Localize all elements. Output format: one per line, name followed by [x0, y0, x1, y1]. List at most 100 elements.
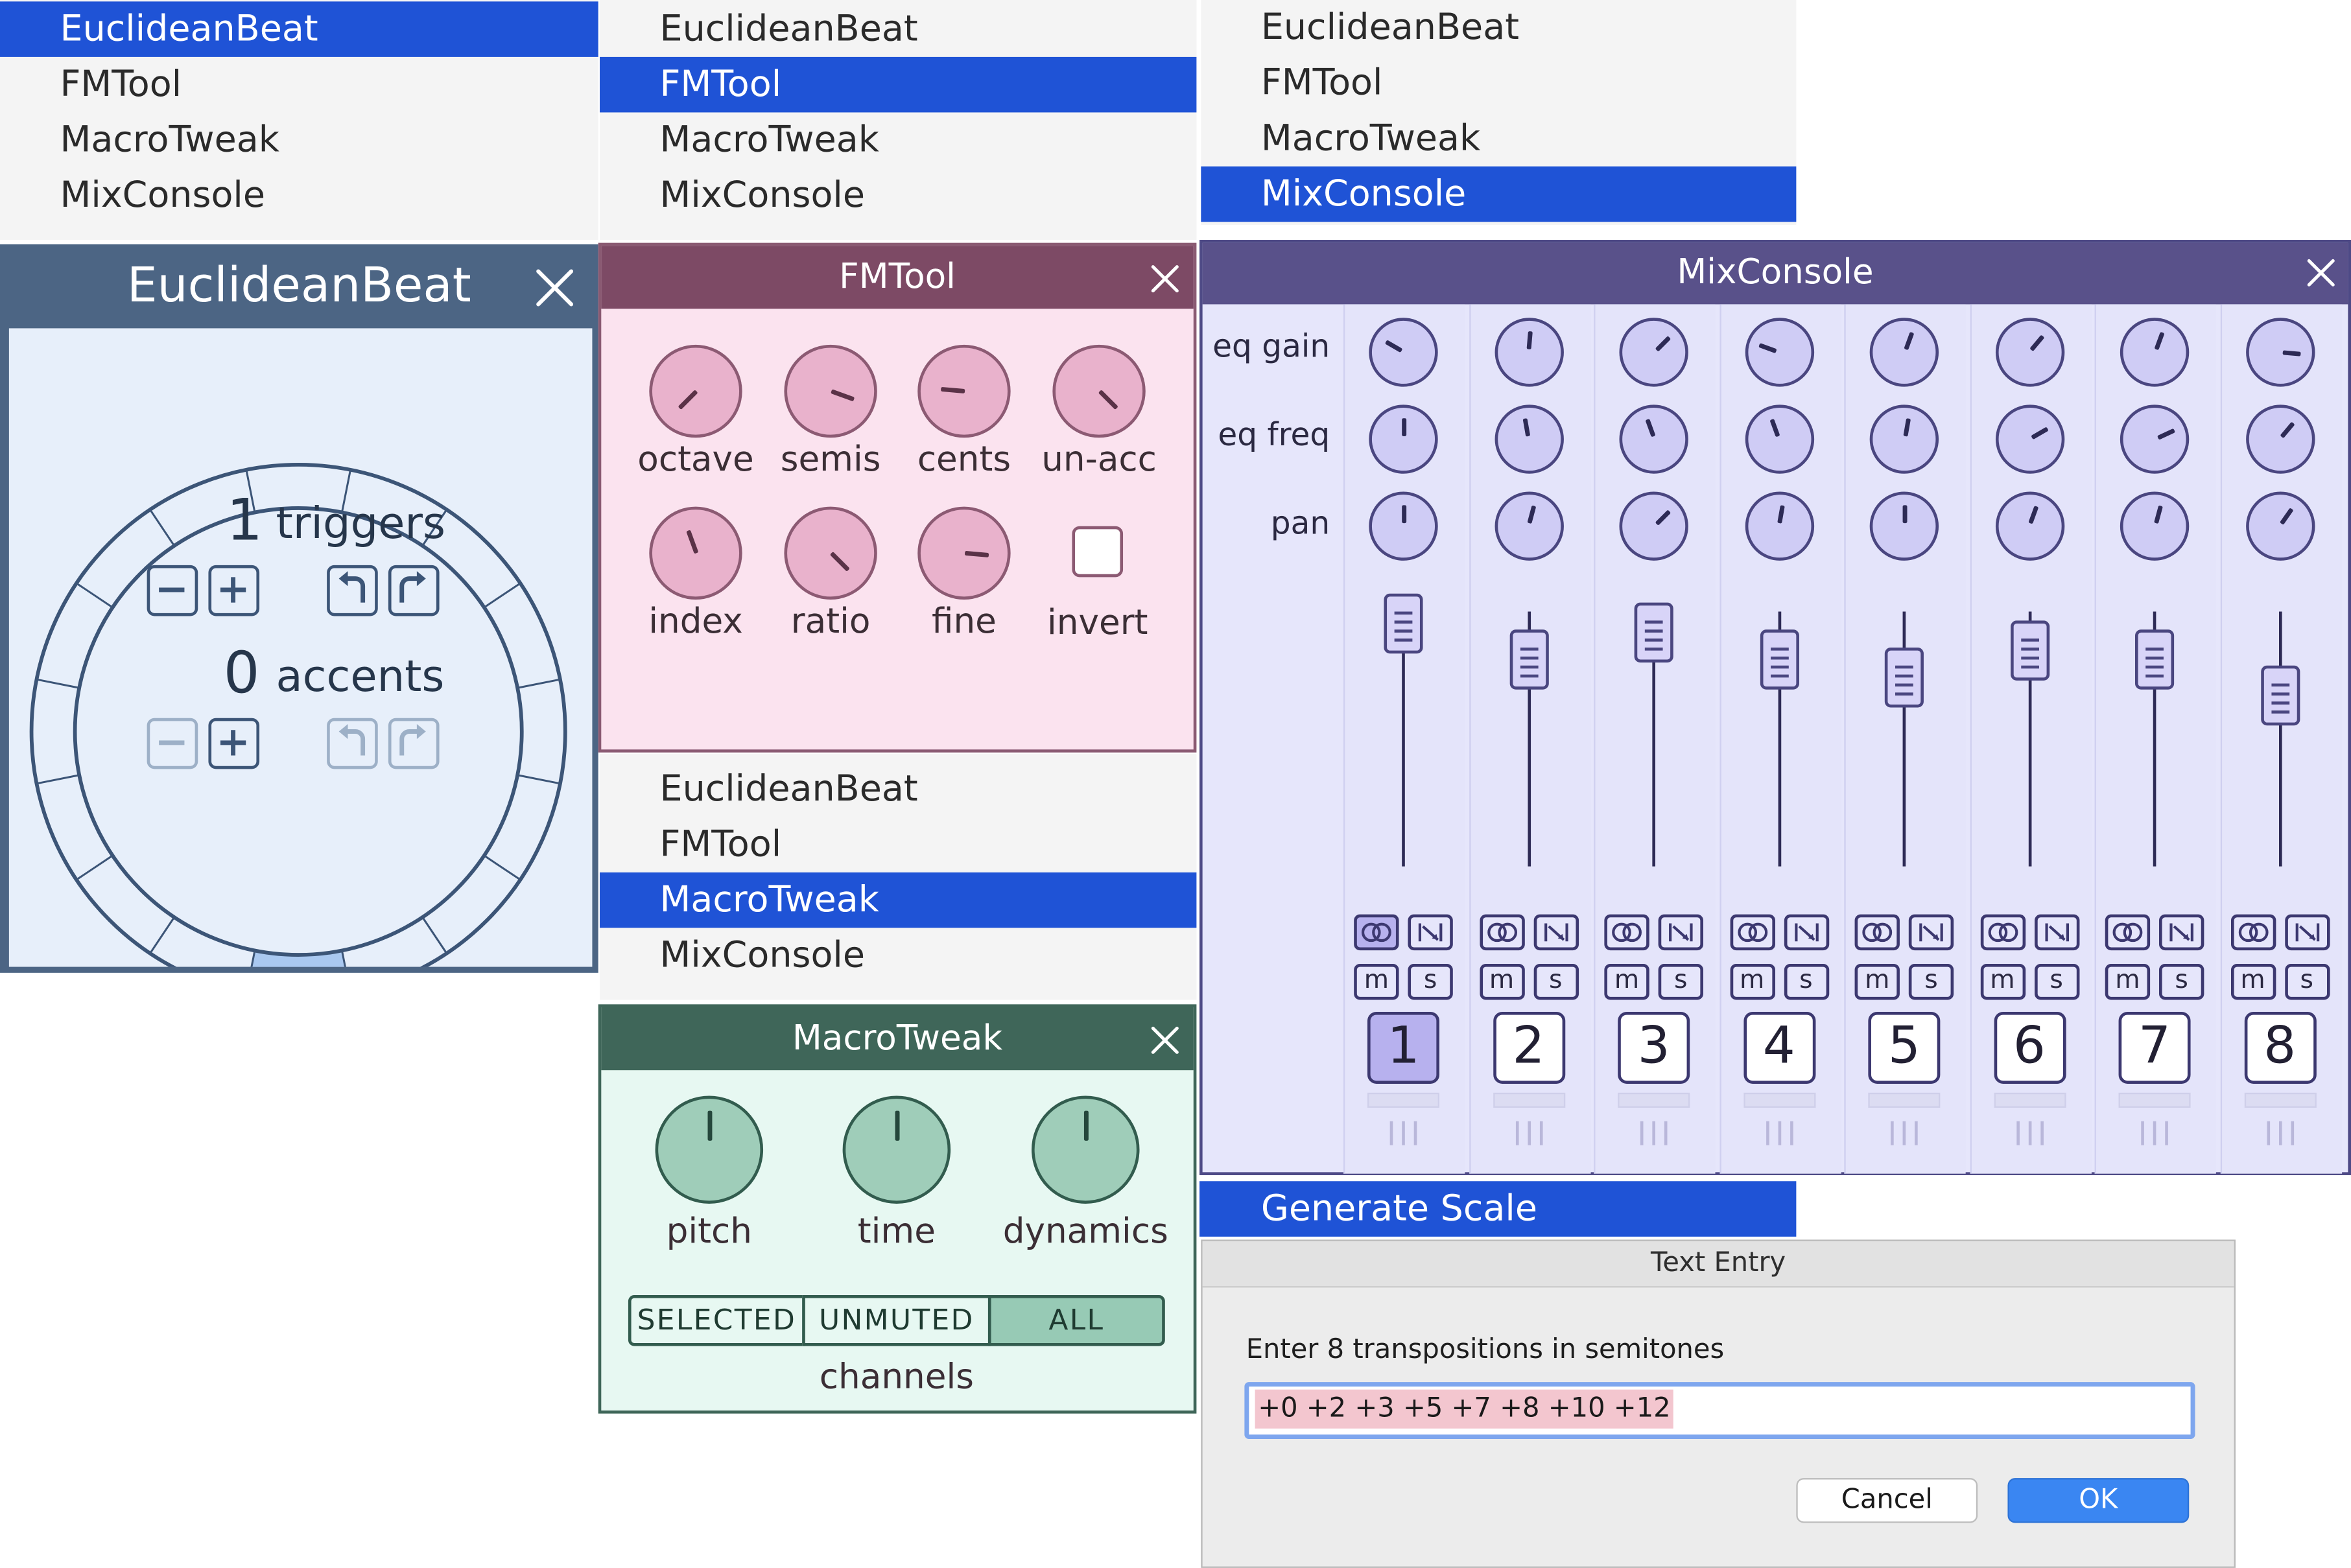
pan-knob[interactable]	[1869, 491, 1939, 561]
phase-invert-button[interactable]	[1533, 914, 1578, 951]
mute-button[interactable]: m	[1354, 963, 1399, 1000]
accents-rotate-right-button[interactable]	[388, 718, 440, 769]
pan-knob[interactable]	[1494, 491, 1563, 561]
pan-knob[interactable]	[2245, 491, 2315, 561]
generate-scale-menu-item[interactable]: Generate Scale	[1199, 1181, 1797, 1237]
solo-button[interactable]: s	[1908, 963, 1954, 1000]
eq-freq-knob[interactable]	[2120, 404, 2190, 474]
link-button[interactable]	[1979, 914, 2026, 951]
menu-item-mixconsole[interactable]: MixConsole	[1201, 166, 1797, 222]
channel-number-button[interactable]: 5	[1868, 1011, 1941, 1084]
phase-invert-button[interactable]	[1783, 914, 1829, 951]
knob-time[interactable]	[842, 1095, 951, 1204]
fader-handle[interactable]	[1634, 602, 1673, 663]
phase-invert-button[interactable]	[2033, 914, 2079, 951]
accents-increment-button[interactable]	[208, 718, 260, 769]
close-icon[interactable]	[1150, 1025, 1180, 1055]
eq-freq-knob[interactable]	[1619, 404, 1688, 474]
knob-pitch[interactable]	[655, 1095, 764, 1204]
solo-button[interactable]: s	[2033, 963, 2079, 1000]
pan-knob[interactable]	[2120, 491, 2190, 561]
eq-freq-knob[interactable]	[1369, 404, 1438, 474]
channel-number-button[interactable]: 3	[1618, 1011, 1690, 1084]
grip-handle[interactable]	[1637, 1121, 1670, 1145]
accents-decrement-button[interactable]	[147, 718, 198, 769]
pan-knob[interactable]	[1994, 491, 2064, 561]
menu-item-fmtool[interactable]: FMTool	[600, 56, 1197, 113]
menu-item-mixconsole[interactable]: MixConsole	[659, 933, 865, 976]
solo-button[interactable]: s	[1533, 963, 1578, 1000]
grip-handle[interactable]	[2138, 1121, 2171, 1145]
grip-handle[interactable]	[1387, 1121, 1420, 1145]
grip-handle[interactable]	[1762, 1121, 1795, 1145]
pan-knob[interactable]	[1744, 491, 1813, 561]
solo-button[interactable]: s	[1783, 963, 1829, 1000]
fader-handle[interactable]	[1509, 629, 1548, 690]
eq-freq-knob[interactable]	[1744, 404, 1813, 474]
fader-handle[interactable]	[1884, 648, 1924, 708]
menu-item-macrotweak[interactable]: MacroTweak	[659, 118, 879, 161]
segment-all[interactable]: ALL	[987, 1295, 1165, 1346]
mute-button[interactable]: m	[2230, 963, 2276, 1000]
eq-gain-knob[interactable]	[1494, 318, 1563, 387]
channel-number-button[interactable]: 7	[2118, 1011, 2191, 1084]
triggers-decrement-button[interactable]	[147, 565, 198, 616]
fader-handle[interactable]	[2260, 665, 2300, 726]
link-button[interactable]	[1854, 914, 1900, 951]
mute-button[interactable]: m	[1729, 963, 1775, 1000]
close-icon[interactable]	[534, 267, 576, 309]
mute-button[interactable]: m	[1854, 963, 1900, 1000]
link-button[interactable]	[1729, 914, 1775, 951]
knob-index[interactable]	[649, 506, 742, 600]
grip-handle[interactable]	[1512, 1121, 1545, 1145]
solo-button[interactable]: s	[2284, 963, 2330, 1000]
solo-button[interactable]: s	[1658, 963, 1703, 1000]
menu-item-euclideanbeat[interactable]: EuclideanBeat	[659, 7, 918, 50]
invert-checkbox[interactable]	[1072, 526, 1124, 578]
fader-handle[interactable]	[1384, 593, 1423, 654]
triggers-rotate-left-button[interactable]	[327, 565, 378, 616]
phase-invert-button[interactable]	[1658, 914, 1703, 951]
phase-invert-button[interactable]	[2159, 914, 2204, 951]
eq-freq-knob[interactable]	[1494, 404, 1563, 474]
knob-dynamics[interactable]	[1032, 1095, 1140, 1204]
knob-semis[interactable]	[784, 344, 877, 438]
segment-selected[interactable]: SELECTED	[628, 1295, 805, 1346]
eq-gain-knob[interactable]	[1994, 318, 2064, 387]
grip-handle[interactable]	[1887, 1121, 1920, 1145]
menu-item-euclideanbeat[interactable]: EuclideanBeat	[659, 767, 918, 810]
knob-fine[interactable]	[917, 506, 1011, 600]
link-button[interactable]	[2105, 914, 2151, 951]
eq-gain-knob[interactable]	[2120, 318, 2190, 387]
knob-ratio[interactable]	[784, 506, 877, 600]
eq-freq-knob[interactable]	[1994, 404, 2064, 474]
euclidean-step-ring[interactable]	[9, 328, 593, 967]
channel-number-button[interactable]: 2	[1493, 1011, 1565, 1084]
fader-handle[interactable]	[1759, 629, 1799, 690]
cancel-button[interactable]: Cancel	[1796, 1478, 1978, 1523]
solo-button[interactable]: s	[1408, 963, 1453, 1000]
eq-gain-knob[interactable]	[1869, 318, 1939, 387]
link-button[interactable]	[2230, 914, 2276, 951]
pan-knob[interactable]	[1369, 491, 1438, 561]
eq-gain-knob[interactable]	[1619, 318, 1688, 387]
fader-handle[interactable]	[2009, 620, 2050, 681]
phase-invert-button[interactable]	[2284, 914, 2330, 951]
menu-item-fmtool[interactable]: FMTool	[60, 63, 182, 105]
pan-knob[interactable]	[1619, 491, 1688, 561]
grip-handle[interactable]	[2263, 1121, 2297, 1145]
knob-cents[interactable]	[917, 344, 1011, 438]
link-button[interactable]	[1354, 914, 1399, 951]
triggers-rotate-right-button[interactable]	[388, 565, 440, 616]
mute-button[interactable]: m	[1479, 963, 1524, 1000]
eq-freq-knob[interactable]	[2245, 404, 2315, 474]
channel-number-button[interactable]: 8	[2243, 1011, 2316, 1084]
eq-freq-knob[interactable]	[1869, 404, 1939, 474]
link-button[interactable]	[1604, 914, 1649, 951]
accents-rotate-left-button[interactable]	[327, 718, 378, 769]
menu-item-macrotweak[interactable]: MacroTweak	[60, 118, 279, 161]
menu-item-fmtool[interactable]: FMTool	[1260, 61, 1383, 104]
eq-gain-knob[interactable]	[1744, 318, 1813, 387]
channel-number-button[interactable]: 4	[1743, 1011, 1815, 1084]
knob-un-acc[interactable]	[1052, 344, 1146, 438]
